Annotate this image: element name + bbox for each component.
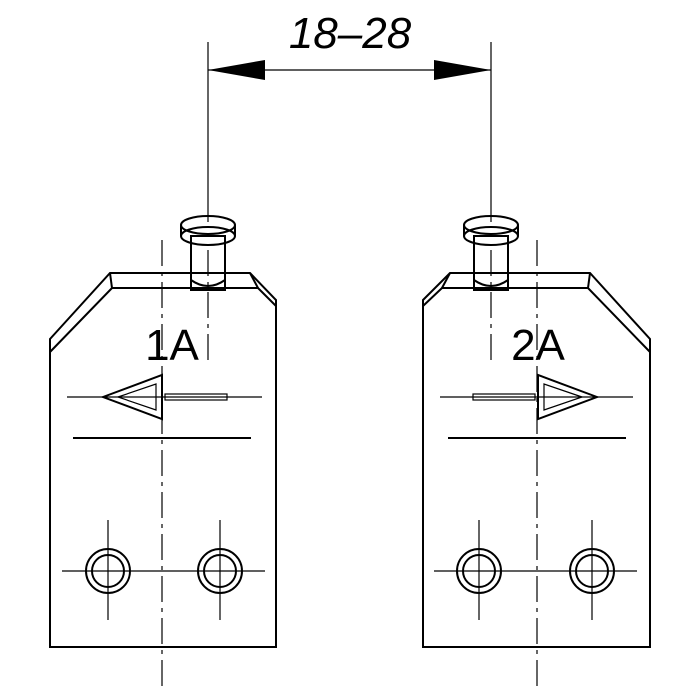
block-1a-direction-arrow — [67, 373, 262, 421]
dimension-label: 18–28 — [289, 9, 412, 58]
block-2a-label: 2A — [511, 321, 565, 370]
block-1a: 1A — [49, 215, 277, 690]
dimension-annotation: 18–28 — [207, 9, 492, 222]
pin-1a — [180, 215, 236, 360]
block-1a-hole-left — [62, 520, 150, 620]
pin-2a — [463, 215, 519, 360]
dimension-arrow-left — [208, 60, 265, 80]
block-2a-direction-arrow — [440, 373, 633, 421]
block-2a-hole-left — [434, 520, 522, 620]
block-1a-chamfer — [49, 287, 277, 353]
block-2a-hole-right — [547, 520, 637, 620]
block-2a-chamfer — [422, 287, 651, 353]
dimension-arrow-right — [434, 60, 491, 80]
block-1a-label: 1A — [145, 321, 199, 370]
block-1a-hole-right — [175, 520, 265, 620]
block-2a: 2A — [422, 215, 651, 690]
